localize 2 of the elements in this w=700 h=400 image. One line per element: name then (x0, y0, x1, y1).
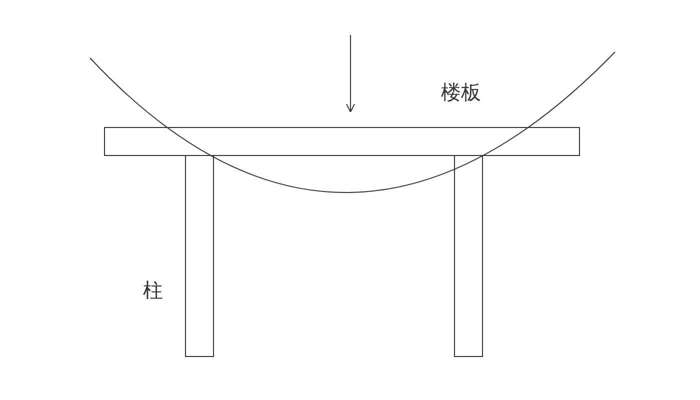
part-label: 柱 (143, 278, 163, 302)
part-label: 楼板 (441, 80, 481, 104)
